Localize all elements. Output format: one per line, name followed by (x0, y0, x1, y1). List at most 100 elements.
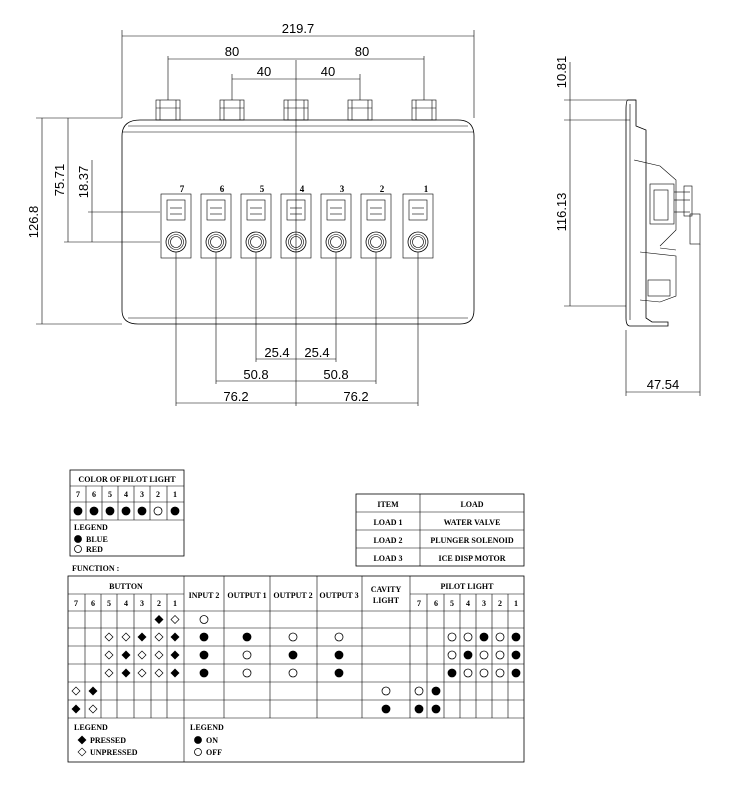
pilot-col-2: 2 (156, 490, 160, 499)
pilot-table-title: COLOR OF PILOT LIGHT (78, 475, 176, 484)
load-table: ITEM LOAD LOAD 1 WATER VALVE LOAD 2 PLUN… (355, 493, 525, 567)
button-1 (402, 193, 434, 259)
button-number-6: 6 (220, 184, 225, 194)
side-view: 10.81 116.13 47.54 (554, 56, 701, 396)
button-6 (200, 193, 232, 259)
function-label: FUNCTION : (72, 564, 119, 573)
pilot-off-circle-icon (463, 668, 473, 678)
pilot-legend-blue: BLUE (86, 535, 108, 544)
button-row: 7 6 5 4 3 2 1 (160, 184, 434, 259)
dim-25-4-right: 25.4 (304, 345, 329, 360)
pilot-on-dot-icon (431, 704, 441, 714)
button-number-5: 5 (260, 184, 265, 194)
unpressed-diamond-icon (137, 668, 147, 678)
fn-pilot-col-2: 2 (498, 599, 502, 608)
input2-header: INPUT 2 (189, 591, 220, 600)
dim-50-8-right: 50.8 (323, 367, 348, 382)
unpressed-diamond-icon (121, 632, 131, 642)
cavity-off-circle-icon (381, 686, 391, 696)
pilot-blue-dot-icon (137, 506, 147, 516)
on-dot-icon (194, 736, 202, 744)
pilot-on-dot-icon (511, 668, 521, 678)
pilot-on-dot-icon (479, 632, 489, 642)
button-2 (360, 193, 392, 259)
pilot-off-circle-icon (447, 650, 457, 660)
pilot-col-1: 1 (173, 490, 177, 499)
pilot-col-7: 7 (76, 490, 80, 499)
output1-off-circle-icon (242, 668, 252, 678)
pilot-off-circle-icon (414, 686, 424, 696)
fn-pilot-col-7: 7 (417, 599, 421, 608)
dim-25-4-left: 25.4 (264, 345, 289, 360)
fn-legend1-unpressed: UNPRESSED (90, 748, 138, 757)
pressed-diamond-icon (137, 632, 147, 642)
fn-pilot-col-6: 6 (434, 599, 438, 608)
front-view: 7 6 5 4 3 2 1 219.7 80 80 40 40 (26, 21, 475, 406)
fn-pilot-col-1: 1 (514, 599, 518, 608)
fn-legend1-pressed: PRESSED (90, 736, 126, 745)
load-row-1-load: WATER VALVE (444, 518, 501, 527)
pressed-diamond-icon (121, 668, 131, 678)
fn-button-col-3: 3 (140, 599, 144, 608)
dim-side-height: 116.13 (554, 193, 569, 232)
button-number-3: 3 (340, 184, 345, 194)
input2-on-dot-icon (199, 668, 209, 678)
pilot-on-dot-icon (511, 650, 521, 660)
pilot-off-circle-icon (495, 668, 505, 678)
fn-button-col-6: 6 (91, 599, 95, 608)
pilot-on-dot-icon (511, 632, 521, 642)
fn-legend1-title: LEGEND (74, 723, 108, 732)
dim-side-top: 10.81 (554, 56, 569, 89)
dim-50-8-left: 50.8 (243, 367, 268, 382)
pilot-on-dot-icon (463, 650, 473, 660)
input2-on-dot-icon (199, 632, 209, 642)
bottom-dimensions: 25.4 25.4 50.8 50.8 76.2 76.2 (175, 252, 419, 406)
pilot-state-dots (73, 506, 180, 516)
output3-on-dot-icon (334, 650, 344, 660)
off-circle-icon (194, 748, 202, 756)
dim-75-71: 75.71 (52, 164, 67, 197)
cavity-on-dot-icon (381, 704, 391, 714)
pilot-blue-dot-icon (73, 506, 83, 516)
unpressed-diamond-icon (88, 704, 98, 714)
pilot-red-circle-icon (153, 506, 163, 516)
unpressed-diamond-icon (170, 615, 180, 624)
dim-40-left: 40 (257, 64, 271, 79)
load-row-2-load: PLUNGER SOLENOID (430, 536, 514, 545)
pilot-legend-title: LEGEND (74, 523, 108, 532)
pilot-light-header: PILOT LIGHT (441, 582, 495, 591)
load-header-load: LOAD (460, 500, 483, 509)
button-number-1: 1 (424, 184, 429, 194)
fn-button-col-4: 4 (124, 599, 128, 608)
fn-button-col-1: 1 (173, 599, 177, 608)
fn-pilot-col-5: 5 (450, 599, 454, 608)
load-row-3-item: LOAD 3 (373, 554, 402, 563)
pilot-off-circle-icon (463, 632, 473, 642)
function-cells (71, 615, 521, 714)
button-number-2: 2 (380, 184, 385, 194)
pressed-diamond-icon (71, 704, 81, 714)
unpressed-diamond-icon (104, 650, 114, 660)
pilot-on-dot-icon (431, 686, 441, 696)
pilot-blue-dot-icon (105, 506, 115, 516)
pilot-blue-dot-icon (121, 506, 131, 516)
fn-pilot-col-3: 3 (482, 599, 486, 608)
pilot-blue-dot-icon (170, 506, 180, 516)
function-table: FUNCTION : BUTTON 7 6 5 4 3 2 (67, 564, 525, 763)
dim-40-right: 40 (321, 64, 335, 79)
load-row-1-item: LOAD 1 (373, 518, 402, 527)
pilot-col-4: 4 (124, 490, 128, 499)
button-3 (320, 193, 352, 259)
unpressed-diamond-icon (154, 632, 164, 642)
unpressed-diamond-icon (154, 650, 164, 660)
unpressed-diamond-icon (104, 632, 114, 642)
pilot-col-6: 6 (92, 490, 96, 499)
pilot-off-circle-icon (495, 650, 505, 660)
load-row-2-item: LOAD 2 (373, 536, 402, 545)
load-header-item: ITEM (377, 500, 399, 509)
output3-on-dot-icon (334, 668, 344, 678)
pressed-diamond-icon (121, 650, 131, 660)
pressed-diamond-icon (170, 632, 180, 642)
pilot-on-dot-icon (414, 704, 424, 714)
